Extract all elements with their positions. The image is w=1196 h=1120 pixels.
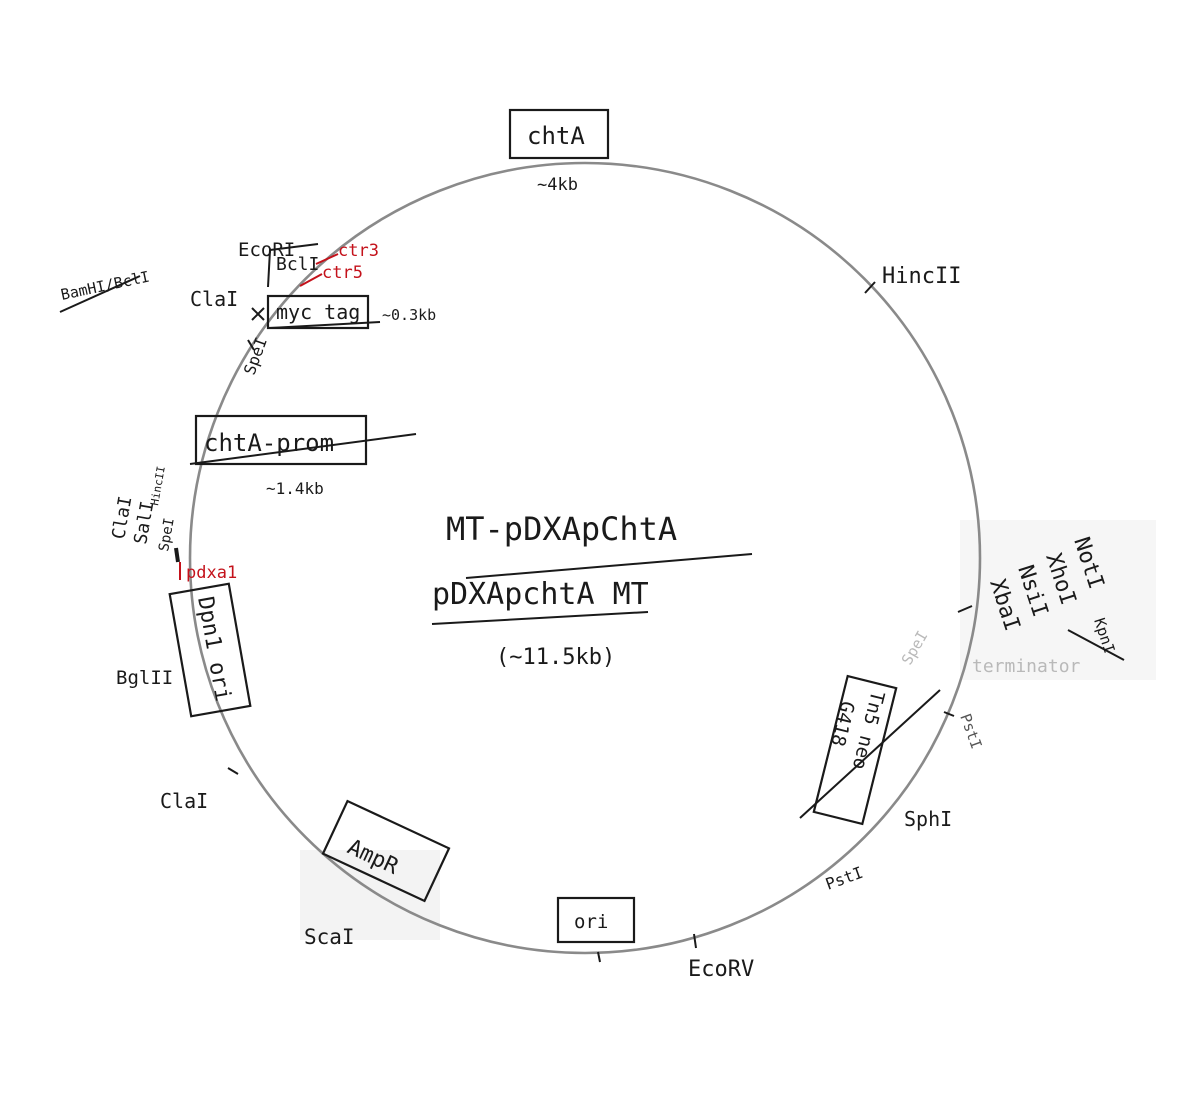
site-sph1: SphI xyxy=(904,807,952,831)
feature-myctag-underline xyxy=(269,321,381,329)
site-spe1-right-label: SpeI xyxy=(898,628,932,668)
site-spe1-right: SpeI xyxy=(898,628,932,668)
feature-tn5-neo-box xyxy=(812,674,898,826)
feature-tn5-neo-line xyxy=(799,689,941,819)
site-hinc2-tick xyxy=(864,281,876,294)
site-spe1-top: SpeI xyxy=(240,335,271,378)
primer-ctr3: ctr3 xyxy=(315,241,379,265)
site-sph1-label: SphI xyxy=(904,807,952,831)
site-sca1-label: ScaI xyxy=(304,925,355,949)
terminator-label: terminator xyxy=(972,656,1081,677)
feature-ori-box xyxy=(556,896,636,944)
site-cla1-top-label: ClaI xyxy=(190,287,238,311)
site-cla1-bottom-tick xyxy=(227,767,239,775)
feature-myctag-box xyxy=(266,294,370,330)
site-cla1-top-cross-b xyxy=(251,307,265,321)
feature-chta-size: ~4kb xyxy=(537,175,578,195)
feature-chta-prom-size: ~1.4kb xyxy=(266,479,324,498)
plasmid-title: MT-pDXApChtA pDXApchtA MT (~11.5kb) xyxy=(431,510,753,670)
plasmid-title-line2: pDXApchtA MT xyxy=(432,577,649,612)
feature-ori-label: ori xyxy=(574,911,608,933)
feature-dpnl-ori-label: Dpn1 ori xyxy=(192,595,235,704)
feature-chta-prom-line xyxy=(189,433,417,465)
site-pst1-right-label: PstI xyxy=(956,711,985,751)
right-site-cluster-tick xyxy=(957,605,973,613)
left-site-cluster: ClaI SalI SpeI HincII xyxy=(108,465,180,563)
feature-g418-label: G418 xyxy=(826,699,858,749)
site-spe1-top-label: SpeI xyxy=(240,335,271,378)
site-cla1-bottom-label: ClaI xyxy=(160,789,208,813)
site-hinc2: HincII xyxy=(864,264,961,294)
plasmid-size: (~11.5kb) xyxy=(496,645,615,670)
plasmid-title-divider xyxy=(465,553,753,579)
site-cla1-top: ClaI xyxy=(190,287,265,321)
site-bamhi-bcl1-strike xyxy=(59,275,141,313)
site-bcl1-bracket xyxy=(267,243,319,288)
site-cla1-bottom: ClaI xyxy=(160,767,239,813)
site-bamhi-bcl1-label: BamHI/BclI xyxy=(59,268,151,304)
feature-dpnl-ori-box xyxy=(168,582,252,718)
feature-tn5-neo: Tn5 neo G418 xyxy=(799,674,941,826)
site-ecorv-label: EcoRV xyxy=(688,957,754,982)
feature-chta: chtA ~4kb xyxy=(508,108,610,195)
site-ecorv: EcoRV xyxy=(688,933,754,982)
terminator-annotation: terminator xyxy=(972,656,1081,677)
site-bamhi-bcl1: BamHI/BclI xyxy=(59,268,151,313)
primer-ctr5-label: ctr5 xyxy=(322,263,363,283)
site-ecor1: EcoRI xyxy=(238,239,295,261)
site-sca1: ScaI xyxy=(304,925,355,949)
paper-patch xyxy=(300,850,440,940)
site-bgl2-label: BglII xyxy=(116,667,173,689)
feature-myctag: myc tag ~0.3kb xyxy=(266,294,436,330)
plasmid-title-line1: MT-pDXApChtA xyxy=(446,510,677,548)
primer-ctr5-arrow xyxy=(299,273,323,287)
site-hinc2-left-label: HincII xyxy=(148,465,168,506)
site-hinc2-label: HincII xyxy=(882,264,961,289)
site-bgl2: BglII xyxy=(116,667,173,689)
plasmid-backbone xyxy=(188,161,982,955)
site-bcl1: BclI xyxy=(267,243,319,288)
plasmid-title-underline xyxy=(431,611,649,625)
primer-pdxa1-label: pdxa1 xyxy=(186,563,237,583)
feature-chta-box xyxy=(508,108,610,160)
feature-ori-tick xyxy=(597,951,601,963)
primer-ctr3-label: ctr3 xyxy=(338,241,379,261)
feature-ampr-box xyxy=(321,799,451,903)
site-ecorv-tick xyxy=(693,933,697,949)
feature-tn5-neo-label: Tn5 neo xyxy=(848,689,889,772)
site-ecor1-label: EcoRI xyxy=(238,239,295,261)
site-spe1-left-label: SpeI xyxy=(156,517,178,553)
site-pst1-right-tick xyxy=(943,711,955,717)
site-bcl1-label: BclI xyxy=(276,254,319,275)
feature-chta-prom-label: chtA-prom xyxy=(204,429,334,457)
left-site-cluster-tick xyxy=(174,547,180,563)
feature-chta-label: chtA xyxy=(527,122,585,150)
feature-ori: ori xyxy=(556,896,636,963)
primer-pdxa1: pdxa1 xyxy=(179,562,237,583)
primer-ctr5: ctr5 xyxy=(299,263,363,287)
feature-myctag-size: ~0.3kb xyxy=(382,306,436,324)
site-spe1-top-tick xyxy=(247,339,255,351)
paper-patch xyxy=(960,520,1156,680)
site-pst1-right: PstI xyxy=(943,711,986,751)
feature-myctag-label: myc tag xyxy=(276,300,360,324)
feature-dpnl-ori: Dpn1 ori xyxy=(168,582,252,718)
site-kpn1-strike xyxy=(1067,629,1125,661)
primer-ctr3-arrow xyxy=(315,253,339,265)
feature-chta-prom: chtA-prom ~1.4kb xyxy=(189,414,417,498)
